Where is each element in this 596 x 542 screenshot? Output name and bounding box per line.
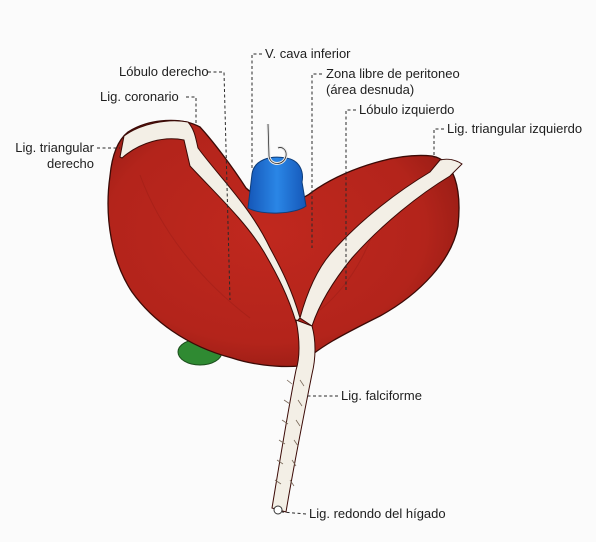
leader-vena-cava <box>251 53 262 170</box>
label-zona-libre-line2: (área desnuda) <box>326 82 415 97</box>
label-lig-redondo: Lig. redondo del hígado <box>309 506 446 521</box>
label-vena-cava: V. cava inferior <box>265 46 351 61</box>
vena-cava <box>247 156 307 214</box>
leader-lig-coronario <box>186 96 197 124</box>
label-lig-falciforme: Lig. falciforme <box>341 388 422 403</box>
label-lobulo-derecho: Lóbulo derecho <box>119 64 209 79</box>
leader-lig-redondo <box>281 511 307 515</box>
label-lig-triangular-der-line2: derecho <box>47 156 94 171</box>
liver-shading <box>139 174 251 319</box>
left-ligament <box>299 158 463 327</box>
label-lig-triangular-der-line1: Lig. triangular <box>15 140 94 155</box>
label-zona-libre-line1: Zona libre de peritoneo <box>326 66 460 81</box>
round-ligament-detail <box>274 379 305 487</box>
coronary-ligament <box>119 120 301 323</box>
label-lig-triangular-izq: Lig. triangular izquierdo <box>447 121 583 136</box>
vena-cava-hook-outline <box>267 123 287 164</box>
round-ligament-end <box>273 505 283 515</box>
leader-lig-triangular-izq <box>433 128 444 158</box>
liver-body <box>107 119 460 368</box>
label-lobulo-izquierdo: Lóbulo izquierdo <box>359 102 455 117</box>
label-lig-coronario: Lig. coronario <box>100 89 179 104</box>
